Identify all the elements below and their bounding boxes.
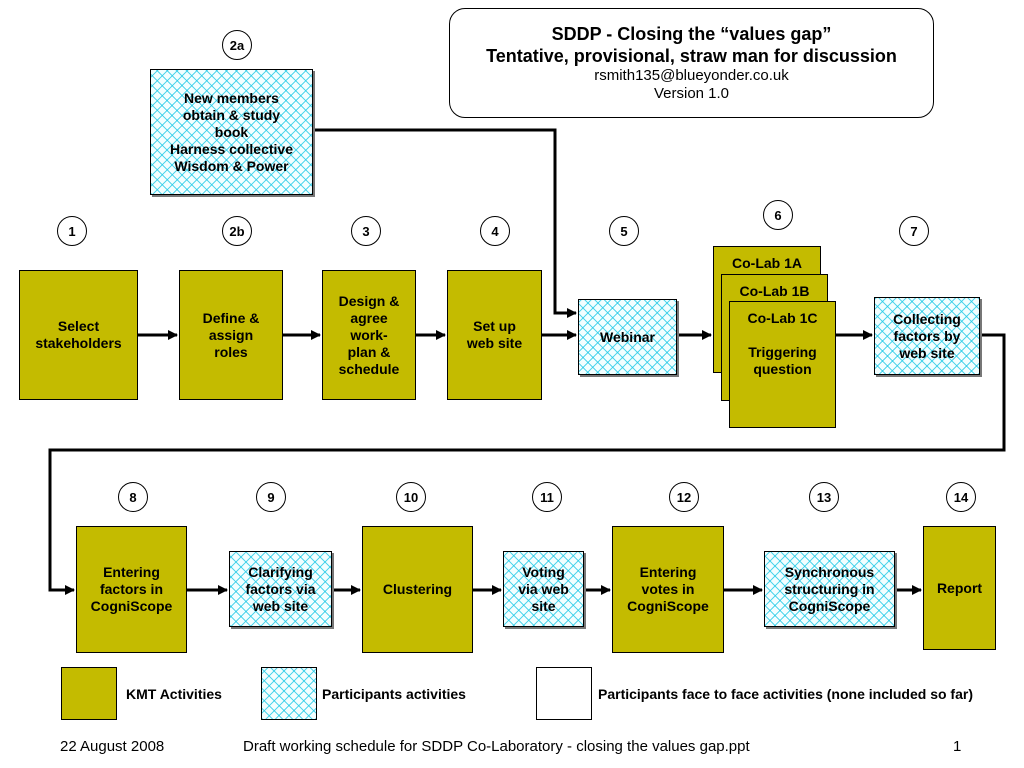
step-number-8: 8 — [118, 482, 148, 512]
title-version: Version 1.0 — [653, 85, 730, 102]
arrow-2a-5 — [313, 128, 577, 318]
title-line-1: SDDP - Closing the “values gap” — [551, 24, 832, 44]
step-number-3: 3 — [351, 216, 381, 246]
step-box-12: Entering votes in CogniScope — [612, 526, 724, 653]
step-number-13: 13 — [809, 482, 839, 512]
step-box-13: Synchronous structuring in CogniScope — [764, 551, 895, 627]
legend-label-participants: Participants activities — [322, 686, 466, 702]
step-box-14: Report — [923, 526, 996, 650]
step-number-2b: 2b — [222, 216, 252, 246]
legend-label-kmt: KMT Activities — [126, 686, 222, 702]
step-number-5: 5 — [609, 216, 639, 246]
step-box-6-colab-1c: Co-Lab 1C Triggering question — [729, 301, 836, 428]
step-number-12: 12 — [669, 482, 699, 512]
title-line-2: Tentative, provisional, straw man for di… — [486, 46, 897, 66]
step-box-7: Collecting factors by web site — [874, 297, 980, 375]
step-box-10: Clustering — [362, 526, 473, 653]
step-number-2a: 2a — [222, 30, 252, 60]
step-number-7: 7 — [899, 216, 929, 246]
step-box-5: Webinar — [578, 299, 677, 375]
step-box-2b: Define & assign roles — [179, 270, 283, 400]
legend-label-face-to-face: Participants face to face activities (no… — [598, 686, 973, 702]
step-box-3: Design & agree work- plan & schedule — [322, 270, 416, 400]
step-box-8: Entering factors in CogniScope — [76, 526, 187, 653]
step-box-1: Select stakeholders — [19, 270, 138, 400]
title-email: rsmith135@blueyonder.co.uk — [594, 67, 789, 84]
legend-swatch-participants — [261, 667, 317, 720]
legend-swatch-kmt — [61, 667, 117, 720]
step-number-6: 6 — [763, 200, 793, 230]
step-number-9: 9 — [256, 482, 286, 512]
footer-filename: Draft working schedule for SDDP Co-Labor… — [243, 738, 750, 755]
step-box-2a: New members obtain & study book Harness … — [150, 69, 313, 195]
title-box: SDDP - Closing the “values gap” Tentativ… — [449, 8, 934, 118]
step-box-11: Voting via web site — [503, 551, 584, 627]
legend-swatch-face-to-face — [536, 667, 592, 720]
step-number-4: 4 — [480, 216, 510, 246]
step-number-1: 1 — [57, 216, 87, 246]
step-box-9: Clarifying factors via web site — [229, 551, 332, 627]
footer-page-number: 1 — [953, 738, 962, 755]
step-number-10: 10 — [396, 482, 426, 512]
step-number-11: 11 — [532, 482, 562, 512]
step-box-4: Set up web site — [447, 270, 542, 400]
arrow-7-8 — [48, 333, 1006, 595]
step-number-14: 14 — [946, 482, 976, 512]
footer-date: 22 August 2008 — [60, 738, 165, 755]
